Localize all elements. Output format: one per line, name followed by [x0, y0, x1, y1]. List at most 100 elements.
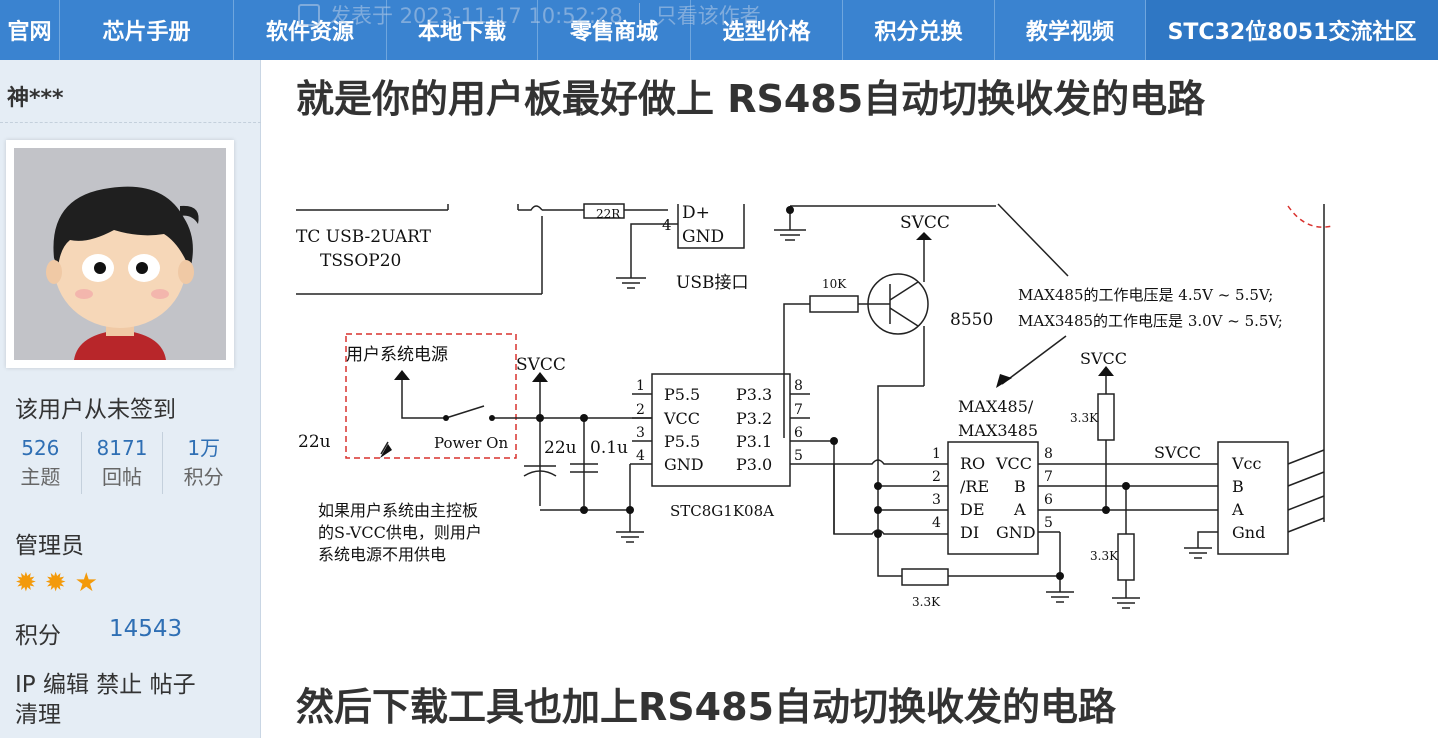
mcu-pin8-label: P3.3	[736, 385, 772, 404]
max-pin7-label: B	[1014, 477, 1026, 496]
label-usb-pin4: 4	[662, 216, 672, 234]
edit-link[interactable]: 编辑	[42, 672, 89, 698]
max-pin3-label: DE	[960, 500, 985, 519]
points-value: 14543	[109, 616, 183, 642]
max-pin1-num: 1	[932, 446, 941, 462]
mcu-pin1-label: P5.5	[664, 385, 700, 404]
post-heading-rs485-board: 就是你的用户板最好做上 RS485自动切换收发的电路	[296, 77, 1206, 121]
avatar-image	[14, 148, 226, 360]
conn-pin-vcc: Vcc	[1231, 454, 1262, 473]
note-max3485: MAX3485的工作电压是 3.0V ~ 5.5V;	[1018, 312, 1283, 330]
mcu-pin6-label: P3.1	[736, 432, 772, 451]
avatar[interactable]	[6, 140, 234, 368]
max-pin8-num: 8	[1044, 446, 1053, 462]
max-pin6-num: 6	[1044, 492, 1053, 508]
label-svcc-top: SVCC	[900, 213, 950, 233]
label-svcc-mid: SVCC	[516, 355, 566, 375]
user-info-panel: 神*** 该用户从未签到 526 主题 8171 回帖	[0, 60, 261, 738]
mcu-pin3-num: 3	[636, 425, 645, 441]
max-pin1-label: RO	[960, 454, 985, 473]
points-label: 积分	[15, 623, 61, 649]
conn-pin-gnd: Gnd	[1232, 523, 1265, 542]
label-max-title-2: MAX3485	[958, 421, 1038, 440]
label-mcu-name: STC8G1K08A	[670, 502, 774, 520]
max-pin5-label: GND	[996, 523, 1036, 542]
conn-pin-b: B	[1232, 477, 1244, 496]
label-8550: 8550	[950, 310, 993, 330]
max-pin4-num: 4	[932, 515, 941, 531]
label-svcc-right: SVCC	[1080, 349, 1127, 368]
label-svcc-bus: SVCC	[1154, 443, 1201, 462]
mcu-pin8-num: 8	[794, 378, 803, 394]
cleanup-link[interactable]: 清理	[15, 702, 61, 728]
label-usb-port: USB接口	[676, 273, 748, 293]
user-role[interactable]: 管理员	[15, 533, 84, 559]
stat-points[interactable]: 1万 积分	[163, 432, 244, 494]
mcu-pin6-num: 6	[794, 425, 803, 441]
stat-topics-value: 526	[21, 436, 60, 460]
nav-stc32-community[interactable]: STC32位8051交流社区	[1146, 0, 1438, 60]
username[interactable]: 神***	[7, 86, 64, 111]
label-usb-gnd: GND	[682, 227, 724, 247]
rs485-schematic-image: TC USB-2UART TSSOP20 22R D+ GND 4 USB接口 …	[296, 203, 1333, 609]
nav-chip-manuals[interactable]: 芯片手册	[60, 0, 234, 60]
nav-teaching-videos[interactable]: 教学视频	[995, 0, 1146, 60]
username-divider	[0, 122, 261, 123]
stat-topics-label: 主题	[20, 465, 61, 489]
label-cap-22u: 22u	[544, 438, 577, 458]
post-heading-download-tool: 然后下载工具也加上RS485自动切换收发的电路	[296, 685, 1116, 729]
max-pin4-label: DI	[960, 523, 979, 542]
label-22r: 22R	[596, 207, 621, 221]
star-icon: ★	[74, 568, 98, 598]
nav-official-site[interactable]: 官网	[0, 0, 60, 60]
mcu-pin5-num: 5	[794, 448, 803, 464]
top-navigation: 官网 芯片手册 软件资源 本地下载 零售商城 选型价格 积分兑换 教学视频 ST…	[0, 0, 1438, 60]
ip-link[interactable]: IP	[15, 672, 36, 698]
label-cap-22u-left: 22u	[298, 432, 331, 452]
stat-replies[interactable]: 8171 回帖	[82, 432, 164, 494]
nav-retail-store[interactable]: 零售商城	[538, 0, 691, 60]
mcu-pin5-label: P3.0	[736, 455, 772, 474]
label-max-title-1: MAX485/	[958, 397, 1034, 416]
max-pin3-num: 3	[932, 492, 941, 508]
max-pin7-num: 7	[1044, 469, 1053, 485]
mcu-pin7-num: 7	[794, 402, 803, 418]
nav-software-resources[interactable]: 软件资源	[234, 0, 387, 60]
label-cap-01u: 0.1u	[590, 438, 628, 458]
signin-status: 该用户从未签到	[15, 397, 176, 423]
mcu-pin7-label: P3.2	[736, 409, 772, 428]
label-power-on: Power On	[434, 434, 508, 452]
nav-points-exchange[interactable]: 积分兑换	[843, 0, 995, 60]
nav-local-download[interactable]: 本地下载	[387, 0, 538, 60]
mcu-pin3-label: P5.5	[664, 432, 700, 451]
max-pin6-label: A	[1013, 500, 1026, 519]
max-pin5-num: 5	[1044, 515, 1053, 531]
nav-selection-price[interactable]: 选型价格	[691, 0, 843, 60]
mcu-pin2-num: 2	[636, 402, 645, 418]
posts-link[interactable]: 帖子	[149, 672, 196, 698]
note-line-2: 的S-VCC供电，则用户	[318, 523, 482, 542]
mcu-pin2-label: VCC	[663, 409, 700, 428]
sun-icon: ✹	[15, 568, 37, 598]
note-line-1: 如果用户系统由主控板	[318, 501, 478, 520]
stat-points-label: 积分	[183, 465, 224, 489]
conn-pin-a: A	[1231, 500, 1244, 519]
sun-icon: ✹	[44, 568, 67, 598]
label-tssop: TSSOP20	[320, 251, 401, 271]
user-stats: 526 主题 8171 回帖 1万 积分	[0, 432, 244, 494]
mcu-pin4-label: GND	[664, 455, 704, 474]
mcu-pin1-num: 1	[636, 378, 645, 394]
label-usb-uart: TC USB-2UART	[296, 227, 432, 247]
label-3k3-c: 3.3K	[912, 595, 941, 609]
stat-topics[interactable]: 526 主题	[0, 432, 82, 494]
label-usb-dplus: D+	[682, 203, 710, 223]
label-user-power: 用户系统电源	[346, 345, 448, 365]
stat-replies-value: 8171	[96, 436, 148, 460]
max-pin2-num: 2	[932, 469, 941, 485]
label-10k: 10K	[822, 277, 847, 291]
max-pin2-label: /RE	[960, 477, 989, 496]
max-pin8-label: VCC	[995, 454, 1032, 473]
mcu-pin4-num: 4	[636, 448, 645, 464]
stat-replies-label: 回帖	[102, 465, 142, 489]
ban-link[interactable]: 禁止	[96, 672, 143, 698]
